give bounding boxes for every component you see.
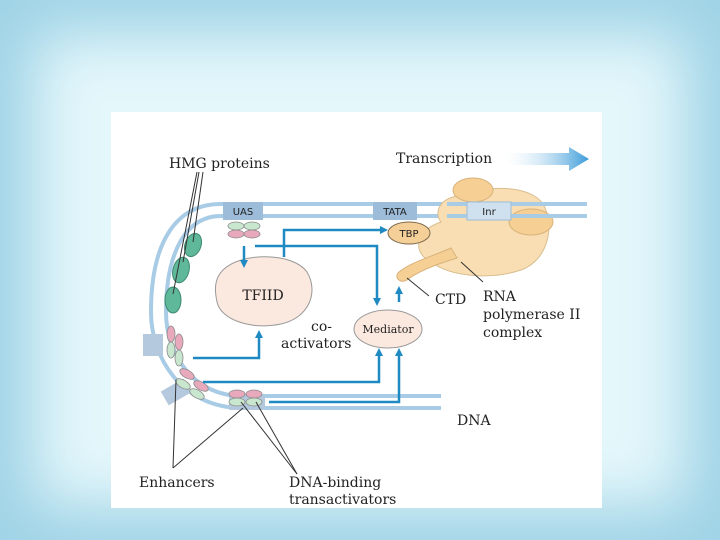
inr-label: Inr bbox=[482, 207, 496, 218]
tata-site: TATA bbox=[373, 202, 417, 220]
hmg-proteins bbox=[164, 232, 203, 314]
tata-label: TATA bbox=[382, 207, 407, 218]
dna-binding-label-line2: transactivators bbox=[289, 492, 396, 508]
enhancers-label: Enhancers bbox=[139, 475, 215, 491]
dna-binding-label-line1: DNA-binding bbox=[289, 475, 381, 491]
tbp: TBP bbox=[387, 221, 431, 245]
transcription-arrow bbox=[506, 147, 589, 171]
uas-site: UAS bbox=[223, 202, 263, 220]
label-pointer-lines bbox=[172, 261, 484, 475]
transactivator-uas bbox=[227, 221, 261, 239]
dna-label: DNA bbox=[457, 413, 491, 429]
transactivator-enhancer-upper bbox=[166, 325, 184, 367]
ctd-label: CTD bbox=[435, 292, 466, 308]
transcription-diagram: UAS TATA Inr TBP bbox=[139, 147, 589, 508]
hmg-proteins-label: HMG proteins bbox=[169, 156, 270, 172]
tbp-label: TBP bbox=[399, 229, 419, 240]
uas-label: UAS bbox=[233, 207, 254, 218]
hmg-pointer-lines bbox=[172, 171, 204, 295]
coactivators-label-line2: activators bbox=[281, 336, 351, 352]
transactivator-bottom bbox=[228, 389, 263, 407]
rna-pol-label-line1: RNA bbox=[483, 289, 517, 305]
inr-site: Inr bbox=[466, 201, 512, 221]
rna-pol-label-line3: complex bbox=[483, 325, 542, 341]
diagram-panel: UAS TATA Inr TBP bbox=[111, 112, 602, 508]
tfiid-label: TFIID bbox=[242, 288, 283, 304]
mediator-label: Mediator bbox=[362, 323, 414, 336]
transcription-label: Transcription bbox=[396, 151, 492, 167]
transactivator-enhancer-lower bbox=[175, 368, 209, 400]
rna-pol-label-line2: polymerase II bbox=[483, 307, 580, 323]
pathway-arrows bbox=[193, 226, 403, 404]
tfiid: TFIID bbox=[214, 256, 313, 327]
enhancer-site-upper bbox=[143, 334, 163, 356]
coactivators-label-line1: co- bbox=[311, 319, 332, 335]
mediator: Mediator bbox=[353, 309, 423, 349]
